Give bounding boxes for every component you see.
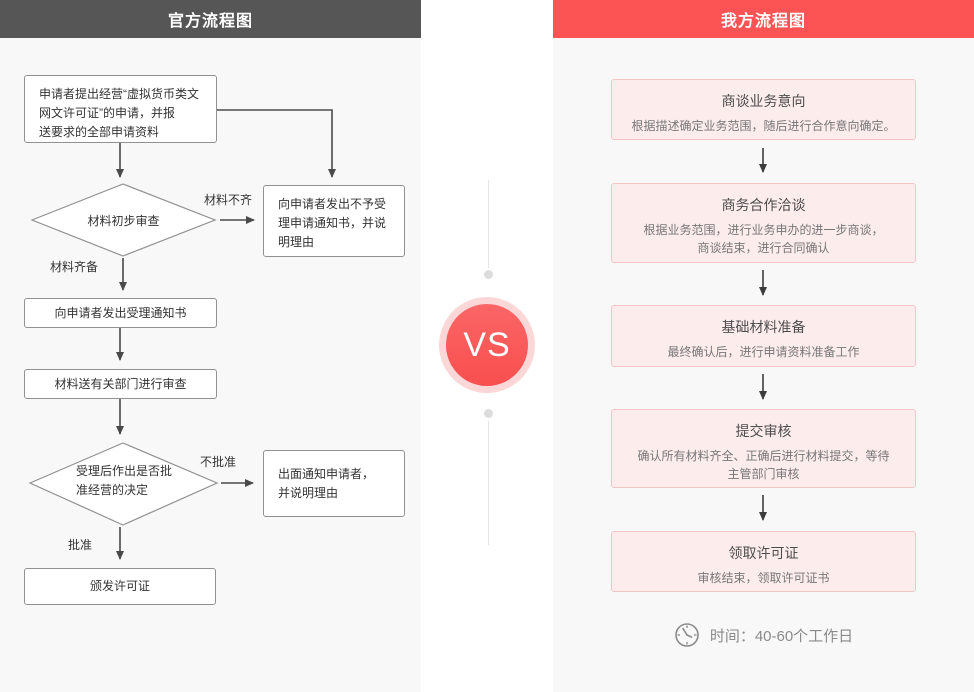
our-flow-panel: 我方流程图 商谈业务意向 根据描述确定业务范围，随后进行合作意向确定。 商务合作… — [553, 0, 974, 692]
step-desc: 确认所有材料齐全、正确后进行材料提交，等待 主管部门审核 — [637, 449, 890, 481]
divider-line-top — [488, 180, 489, 268]
divider-line-bottom — [488, 421, 489, 545]
step-desc: 根据描述确定业务范围，随后进行合作意向确定。 — [631, 119, 896, 133]
edge-label-approved: 批准 — [68, 538, 93, 552]
our-flow-connectors — [759, 148, 767, 521]
vs-label: VS — [463, 325, 511, 364]
step-title: 商谈业务意向 — [721, 93, 806, 109]
flow-decision-initial-review: 材料初步审查 — [87, 214, 160, 228]
edge-label-complete: 材料齐备 — [50, 260, 99, 274]
flow-node-notify-reject: 出面通知申请者， 并说明理由 — [263, 450, 405, 517]
flow-node-apply: 申请者提出经营“虚拟货币类文 网文许可证”的申请，并报 送要求的全部申请资料 — [24, 75, 217, 143]
step-box-4: 提交审核 确认所有材料齐全、正确后进行材料提交，等待 主管部门审核 — [611, 409, 916, 488]
step-box-5: 领取许可证 审核结束，领取许可证书 — [611, 531, 916, 592]
official-flow-header: 官方流程图 — [0, 0, 421, 38]
processing-time-text: 时间：40-60个工作日 — [709, 627, 854, 645]
our-flow-header: 我方流程图 — [553, 0, 974, 38]
divider-dot-bottom — [484, 409, 493, 418]
flow-node-issue-license: 颁发许可证 — [24, 568, 216, 605]
official-flow-panel: 官方流程图 申请者提出经营“虚拟货币类文 网文 — [0, 0, 421, 692]
step-box-3: 基础材料准备 最终确认后，进行申请资料准备工作 — [611, 305, 916, 367]
step-desc: 审核结束，领取许可证书 — [697, 571, 830, 585]
edge-label-incomplete: 材料不齐 — [204, 193, 253, 207]
step-title: 提交审核 — [735, 423, 792, 439]
divider-dot-top — [484, 270, 493, 279]
vs-divider-column: VS — [421, 0, 553, 692]
processing-time: 时间：40-60个工作日 — [553, 622, 974, 648]
clock-icon — [675, 623, 699, 647]
flow-node-reject-notice: 向申请者发出不予受 理申请通知书，并说 明理由 — [263, 185, 405, 257]
step-box-1: 商谈业务意向 根据描述确定业务范围，随后进行合作意向确定。 — [611, 79, 916, 140]
step-desc: 最终确认后，进行申请资料准备工作 — [667, 345, 860, 359]
flow-node-send-review: 材料送有关部门进行审查 — [24, 369, 217, 399]
vs-badge: VS — [439, 297, 535, 393]
step-title: 领取许可证 — [728, 545, 799, 561]
edge-label-not-approved: 不批准 — [200, 455, 237, 469]
vs-badge-inner: VS — [446, 304, 528, 386]
flow-node-accept-notice: 向申请者发出受理通知书 — [24, 298, 217, 328]
step-box-2: 商务合作洽谈 根据业务范围，进行业务申办的进一步商谈， 商谈结束，进行合同确认 — [611, 183, 916, 263]
decision-diamonds — [28, 183, 219, 526]
flow-decision-approval: 受理后作出是否批 准经营的决定 — [76, 464, 173, 497]
step-desc: 根据业务范围，进行业务申办的进一步商谈， 商谈结束，进行合同确认 — [643, 223, 884, 255]
step-title: 基础材料准备 — [721, 319, 806, 335]
step-title: 商务合作洽谈 — [721, 197, 806, 213]
official-flow-connectors — [28, 109, 336, 560]
